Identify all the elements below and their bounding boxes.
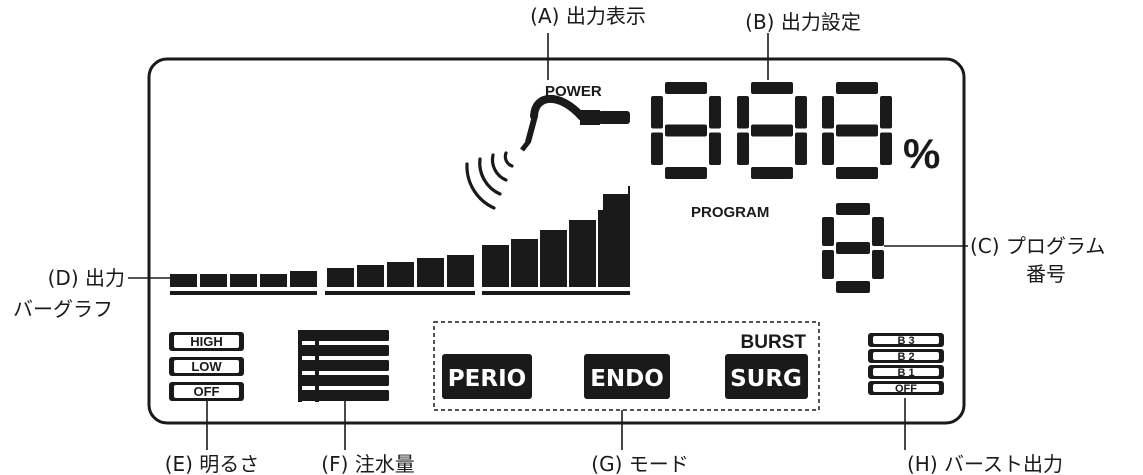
output-bar-segment [357, 265, 384, 287]
water-bar-spine [298, 330, 302, 402]
burst-b1-label: B 1 [897, 367, 914, 379]
brightness-indicator: HIGH LOW OFF [169, 332, 244, 401]
mode-endo: ENDO [584, 354, 670, 399]
mode-perio-label: PERIO [448, 366, 526, 392]
output-bar-segment [417, 258, 444, 287]
water-level-bar [299, 360, 389, 371]
power-digit-display [651, 82, 892, 179]
burst-output-indicator: B 3 B 2 B 1 OFF [868, 333, 944, 395]
ultrasonic-wave-icon [465, 151, 514, 210]
callout-h-burst-output: (H) バースト出力 [907, 452, 1063, 475]
callout-c-program-number: (C) プログラム [970, 234, 1105, 258]
burst-b3: B 3 [868, 333, 944, 347]
output-bar-segment [327, 268, 354, 287]
callout-f-water-volume: (F) 注水量 [321, 452, 414, 475]
brightness-off: OFF [169, 382, 244, 401]
burst-label: BURST [741, 332, 807, 353]
power-digit-hundreds [651, 82, 721, 179]
water-level-bar [299, 330, 389, 341]
callout-e-brightness: (E) 明るさ [165, 452, 260, 475]
output-bar-segment [569, 220, 596, 287]
program-digit [822, 203, 884, 293]
output-bar-segment [511, 239, 538, 287]
brightness-high: HIGH [169, 332, 244, 351]
mode-group-outline [433, 321, 820, 411]
water-level-bar [299, 375, 389, 386]
program-label: PROGRAM [691, 204, 769, 221]
brightness-high-label: HIGH [190, 334, 223, 349]
burst-b2: B 2 [868, 349, 944, 363]
mode-perio: PERIO [442, 354, 532, 399]
output-bar-segment [290, 271, 317, 287]
callout-b-power-setting: (B) 出力設定 [745, 10, 861, 34]
burst-off: OFF [868, 381, 944, 395]
power-digit-tens [737, 82, 807, 179]
brightness-low-label: LOW [191, 359, 222, 374]
water-level-bar [299, 390, 389, 401]
percent-sign: % [903, 130, 940, 177]
burst-off-label: OFF [895, 383, 917, 395]
water-volume-indicator [298, 330, 389, 402]
output-bar-segment [170, 274, 197, 287]
callout-d-output-bargraph: (D) 出力 [48, 266, 125, 290]
brightness-low: LOW [169, 357, 244, 376]
power-label: POWER [545, 83, 602, 100]
output-bar-segment [200, 274, 227, 287]
output-bar-segment [540, 230, 567, 287]
mode-surg-label: SURG [730, 366, 802, 392]
callout-a-power-display: (A) 出力表示 [530, 4, 646, 28]
mode-endo-label: ENDO [590, 366, 664, 392]
output-bar-graph [170, 186, 630, 287]
output-bar-segment [387, 262, 414, 287]
lcd-panel-frame [147, 57, 966, 425]
power-digit-ones [822, 82, 892, 179]
bar-graph-baseline [170, 291, 630, 295]
callout-g-mode: (G) モード [591, 452, 688, 475]
burst-b3-label: B 3 [897, 335, 914, 347]
mode-surg: SURG [725, 354, 808, 399]
callout-leaders [128, 33, 968, 450]
handpiece-icon [520, 95, 630, 152]
water-level-bar [299, 345, 389, 356]
burst-b1: B 1 [868, 365, 944, 379]
output-bar-segment [230, 274, 257, 287]
burst-b2-label: B 2 [897, 351, 914, 363]
program-digit-display [822, 203, 884, 293]
brightness-off-label: OFF [194, 384, 220, 399]
output-bar-segment [482, 245, 509, 287]
callout-c-program-number-line2: 番号 [1026, 262, 1066, 286]
output-bar-segment [447, 255, 474, 287]
output-bar-segment [260, 274, 287, 287]
callout-d-output-bargraph-line2: バーグラフ [13, 297, 113, 321]
output-bar-segment [603, 194, 630, 287]
water-bar-divider [315, 330, 319, 402]
